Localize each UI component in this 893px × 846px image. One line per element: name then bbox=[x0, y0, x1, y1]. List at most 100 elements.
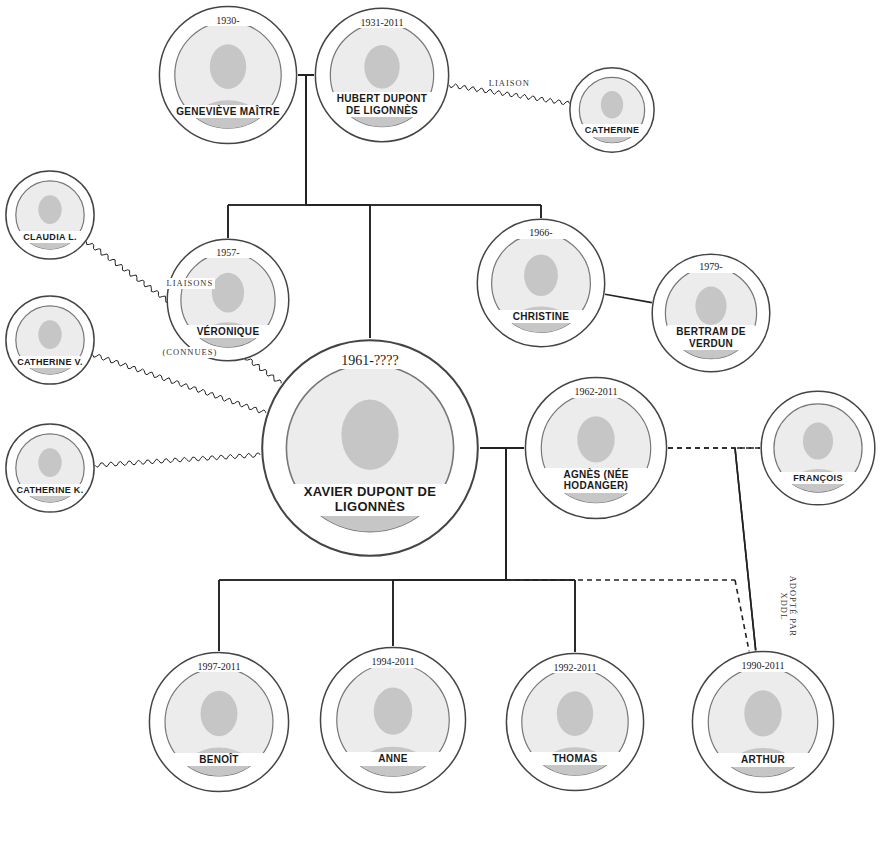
connector-segment bbox=[505, 448, 507, 580]
connector-segment bbox=[506, 447, 524, 449]
portrait-frame bbox=[337, 664, 449, 776]
portrait-ring bbox=[5, 170, 95, 260]
connector-segment bbox=[227, 205, 229, 238]
connector-segment bbox=[298, 74, 306, 76]
connector-segment bbox=[392, 580, 394, 646]
connector-segment bbox=[306, 74, 314, 76]
life-years: 1931-2011 bbox=[351, 17, 412, 29]
head-shape bbox=[364, 45, 399, 89]
connector-segment bbox=[506, 447, 524, 449]
person-circle: 1931-2011HUBERT DUPONT DE LIGONNÈS bbox=[314, 7, 450, 143]
person-name: CATHERINE bbox=[580, 124, 645, 136]
head-shape bbox=[577, 416, 614, 462]
portrait-frame bbox=[181, 253, 275, 347]
connector-segment bbox=[305, 75, 307, 205]
portrait-ring bbox=[319, 646, 467, 794]
portrait-silhouette bbox=[588, 91, 636, 153]
portrait-ring bbox=[691, 650, 835, 794]
person-name: XAVIER DUPONT DE LIGONNÈS bbox=[288, 484, 453, 516]
person-circle: CATHERINE V. bbox=[5, 295, 95, 385]
portrait-ring bbox=[5, 423, 95, 513]
connector-segment bbox=[306, 204, 541, 206]
connector-segment bbox=[305, 75, 307, 205]
head-shape bbox=[557, 691, 593, 736]
connector-segment bbox=[219, 579, 506, 581]
portrait-ring bbox=[260, 338, 480, 558]
person-circle: FRANÇOIS bbox=[760, 390, 876, 506]
life-years: 1962-2011 bbox=[564, 386, 629, 398]
portrait-silhouette bbox=[505, 254, 578, 348]
connector-segment bbox=[506, 579, 735, 581]
portrait-silhouette bbox=[536, 691, 614, 792]
person-circle: 1966-CHRISTINE bbox=[476, 218, 606, 348]
portrait-ring bbox=[524, 376, 668, 520]
relation-label: LIAISONS bbox=[165, 278, 216, 289]
connector-segment bbox=[540, 205, 542, 218]
person-circle: 1979-BERTRAM DE VERDUN bbox=[651, 253, 771, 373]
connector-segment bbox=[392, 580, 394, 646]
family-line bbox=[605, 294, 652, 302]
portrait-ring bbox=[760, 390, 876, 506]
portrait-silhouette bbox=[25, 195, 75, 260]
head-shape bbox=[38, 320, 61, 349]
liaison-line bbox=[93, 354, 266, 412]
connector-segment bbox=[480, 447, 506, 449]
relation-label: LIAISON bbox=[487, 78, 532, 89]
person-name: GENEVIÈVE MAÎTRE bbox=[176, 105, 281, 119]
portrait-frame bbox=[165, 668, 273, 776]
head-shape bbox=[341, 400, 398, 470]
portrait-silhouette bbox=[786, 422, 851, 506]
person-name: BERTRAM DE VERDUN bbox=[666, 325, 756, 350]
connector-segment bbox=[668, 447, 760, 449]
portrait-frame bbox=[175, 22, 281, 128]
portrait-frame bbox=[541, 393, 650, 502]
person-name: THOMAS bbox=[523, 752, 628, 766]
connector-segment bbox=[369, 205, 371, 338]
portrait-frame bbox=[665, 267, 756, 358]
person-circle: CATHERINE bbox=[569, 67, 655, 153]
connector-segment bbox=[306, 204, 541, 206]
connector-segment bbox=[393, 579, 506, 581]
portrait-frame bbox=[579, 77, 644, 142]
portrait-frame bbox=[492, 234, 591, 333]
connector-segment bbox=[540, 205, 542, 218]
person-circle: CLAUDIA L. bbox=[5, 170, 95, 260]
connector-segment bbox=[369, 205, 371, 338]
life-years: 1930- bbox=[197, 15, 260, 27]
portrait-silhouette bbox=[723, 690, 804, 794]
connector-segment bbox=[218, 580, 220, 651]
connector-segment bbox=[305, 75, 307, 205]
person-name: BENOÎT bbox=[166, 753, 273, 767]
family-line bbox=[735, 448, 760, 650]
connector-segment bbox=[219, 579, 506, 581]
portrait-frame bbox=[522, 669, 628, 775]
connector-segment bbox=[93, 354, 266, 412]
person-name: VÉRONIQUE bbox=[182, 325, 275, 339]
person-circle: CATHERINE K. bbox=[5, 423, 95, 513]
adoption-note: ADOPTÉ PAR XDDL bbox=[778, 572, 799, 640]
main-person-circle: 1961-????XAVIER DUPONT DE LIGONNÈS bbox=[260, 338, 480, 558]
person-name: CLAUDIA L. bbox=[16, 231, 84, 243]
person-name: ARTHUR bbox=[709, 753, 817, 767]
portrait-frame bbox=[16, 181, 84, 249]
head-shape bbox=[38, 195, 61, 224]
connector-segment bbox=[735, 448, 756, 650]
connector-segment bbox=[505, 448, 507, 580]
connector-segment bbox=[305, 75, 307, 205]
life-years: 1992-2011 bbox=[544, 662, 607, 674]
portrait-frame bbox=[774, 404, 862, 492]
person-name: ANNE bbox=[338, 752, 449, 766]
life-years: 1957- bbox=[200, 247, 256, 259]
life-years: 1994-2011 bbox=[360, 656, 427, 668]
head-shape bbox=[695, 287, 726, 325]
head-shape bbox=[601, 91, 623, 119]
person-name: CATHERINE V. bbox=[16, 356, 84, 368]
connector-segment bbox=[574, 580, 576, 652]
portrait-silhouette bbox=[25, 448, 75, 513]
connector-segment bbox=[505, 448, 507, 580]
portrait-frame bbox=[286, 364, 453, 531]
life-years: 1966- bbox=[512, 227, 571, 239]
portrait-silhouette bbox=[25, 320, 75, 385]
head-shape bbox=[744, 690, 781, 736]
family-line bbox=[668, 448, 760, 449]
